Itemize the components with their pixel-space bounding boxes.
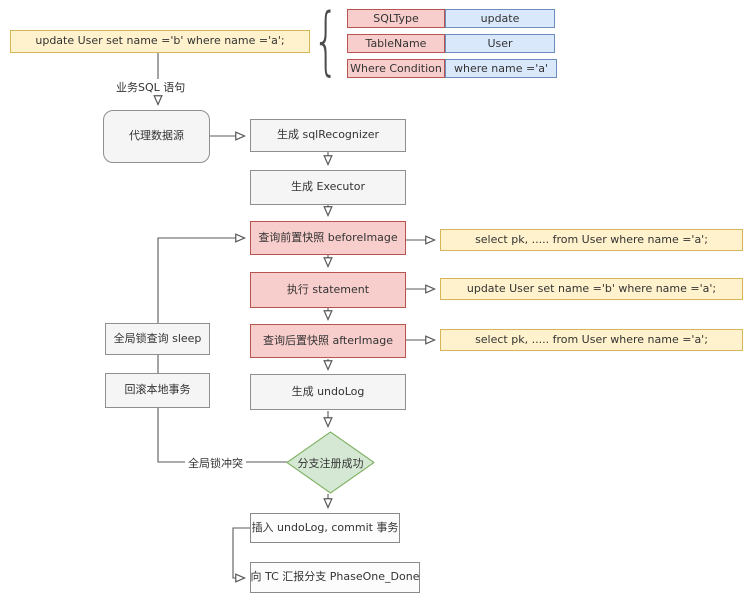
insert-undolog-commit-node: 插入 undoLog, commit 事务 [250, 513, 400, 543]
gen-executor-node: 生成 Executor [250, 170, 406, 205]
table-value-wherecondition: where name ='a' [445, 59, 557, 78]
table-key-sqltype: SQLType [347, 9, 445, 28]
curly-brace: { [313, 0, 339, 84]
proxy-datasource-node: 代理数据源 [103, 110, 210, 163]
execute-sql-box: update User set name ='b' where name ='a… [440, 278, 743, 300]
execute-statement-node: 执行 statement [250, 272, 406, 308]
after-image-sql-box: select pk, ..... from User where name ='… [440, 329, 743, 351]
rollback-local-tx-node: 回滚本地事务 [105, 373, 210, 408]
global-lock-query-sleep-node: 全局锁查询 sleep [105, 323, 210, 355]
report-phaseone-done-node: 向 TC 汇报分支 PhaseOne_Done [250, 562, 420, 593]
table-key-wherecondition: Where Condition [347, 59, 445, 78]
before-image-sql-box: select pk, ..... from User where name ='… [440, 229, 743, 251]
global-lock-conflict-label: 全局锁冲突 [185, 455, 246, 471]
table-value-sqltype: update [445, 9, 555, 28]
business-sql-box: update User set name ='b' where name ='a… [10, 30, 310, 53]
business-sql-flow-label: 业务SQL 语句 [113, 79, 189, 95]
table-value-tablename: User [445, 34, 555, 53]
gen-undolog-node: 生成 undoLog [250, 374, 406, 410]
query-after-image-node: 查询后置快照 afterImage [250, 324, 406, 358]
query-before-image-node: 查询前置快照 beforeImage [250, 221, 406, 255]
gen-sqlrecognizer-node: 生成 sqlRecognizer [250, 119, 406, 152]
table-key-tablename: TableName [347, 34, 445, 53]
branch-register-diamond: 分支注册成功 [297, 456, 364, 470]
